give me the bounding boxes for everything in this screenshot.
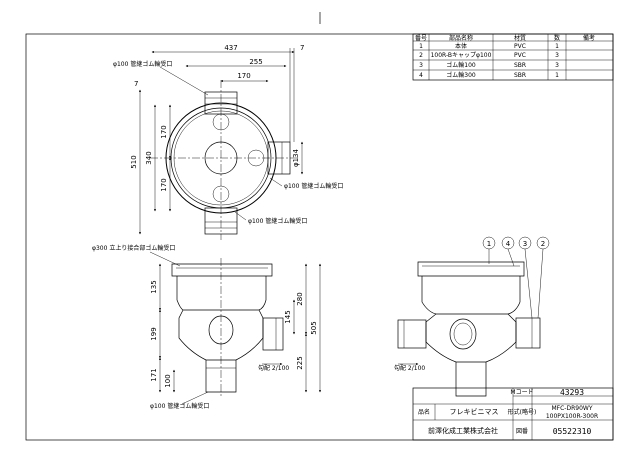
row4-name: ゴム輪300 (446, 71, 476, 79)
label-right-inlet: φ100 管継ゴム輪受口 (284, 182, 343, 190)
dim-100: 100 (164, 374, 172, 387)
label-slope-front: 勾配 2/100 (258, 364, 289, 372)
iso-view: 1 4 3 2 勾配 2/100 (394, 236, 550, 397)
row4-qty: 1 (555, 72, 559, 79)
label-outlet: φ100 管継ゴム輪受口 (150, 402, 209, 410)
balloon-4: 4 (506, 240, 511, 248)
parts-table: 番号 部品名称 材質 数 備考 1 本体 PVC 1 100R-Bキャップφ10… (412, 33, 614, 81)
drawing-no-label: 図番 (516, 428, 528, 435)
balloon-1: 1 (487, 240, 491, 248)
dim-340: 340 (145, 151, 153, 164)
balloon-3: 3 (523, 240, 527, 248)
dim-phi134: φ134 (292, 148, 300, 167)
drawing-no: 05522310 (553, 427, 592, 436)
name-value: フレキビニマス (450, 407, 499, 416)
row1-qty: 1 (555, 43, 559, 50)
company-name: 前澤化成工業株式会社 (428, 426, 498, 435)
dim-255: 255 (249, 58, 262, 66)
top-view: 437 255 170 7 7 510 340 170 170 φ134 φ10… (113, 44, 343, 240)
row1-no: 1 (419, 43, 423, 50)
row1-name: 本体 (455, 42, 467, 50)
dim-171: 171 (150, 368, 158, 381)
front-view: 135 199 171 100 280 145 505 225 φ300 立上り… (92, 244, 322, 410)
col-header-material: 材質 (514, 34, 526, 42)
code-value: 43293 (560, 388, 584, 397)
dim-437: 437 (224, 44, 237, 52)
col-header-note: 備考 (583, 34, 595, 42)
dim-135: 135 (150, 280, 158, 293)
row3-no: 3 (419, 62, 423, 69)
row1-material: PVC (514, 43, 526, 50)
row2-name: 100R-Bキャップφ100 (431, 52, 492, 59)
dim-505: 505 (310, 321, 318, 334)
row3-qty: 3 (555, 62, 559, 69)
model-line2: 100PX100R-300R (546, 413, 598, 420)
dim-7-left: 7 (134, 80, 138, 88)
balloon-2: 2 (541, 240, 545, 248)
col-header-no: 番号 (415, 35, 427, 42)
label-bottom-inlet: φ100 管継ゴム輪受口 (248, 217, 307, 225)
dim-280: 280 (296, 292, 304, 305)
row3-name: ゴム輪100 (446, 61, 476, 69)
dim-145: 145 (284, 310, 292, 323)
dim-199: 199 (150, 327, 158, 340)
drawing-border (25, 33, 614, 441)
row2-no: 2 (419, 52, 423, 59)
dim-510: 510 (130, 155, 138, 168)
label-slope-iso: 勾配 2/100 (394, 364, 425, 372)
dim-170-lower: 170 (160, 178, 168, 191)
model-label: 形式(略号) (508, 408, 537, 416)
dim-170-h: 170 (237, 72, 250, 80)
row3-material: SBR (514, 62, 526, 69)
row2-qty: 3 (555, 52, 559, 59)
row2-material: PVC (514, 52, 526, 59)
col-header-qty: 数 (554, 34, 560, 42)
col-header-name: 部品名称 (449, 34, 473, 42)
label-top-inlet: φ100 管継ゴム輪受口 (113, 60, 172, 68)
model-line1: MFC-DR90WY (551, 405, 592, 412)
row4-no: 4 (419, 72, 423, 79)
name-label: 品名 (418, 408, 430, 416)
row4-material: SBR (514, 72, 526, 79)
code-label: Mコード (510, 389, 533, 396)
label-top-socket: φ300 立上り接合部ゴム輪受口 (92, 244, 175, 252)
dim-7-right: 7 (300, 44, 304, 52)
dim-225: 225 (296, 356, 304, 369)
dim-170-upper: 170 (160, 125, 168, 138)
title-block: Mコード 43293 品名 フレキビニマス 形式(略号) MFC-DR90WY … (412, 387, 614, 441)
